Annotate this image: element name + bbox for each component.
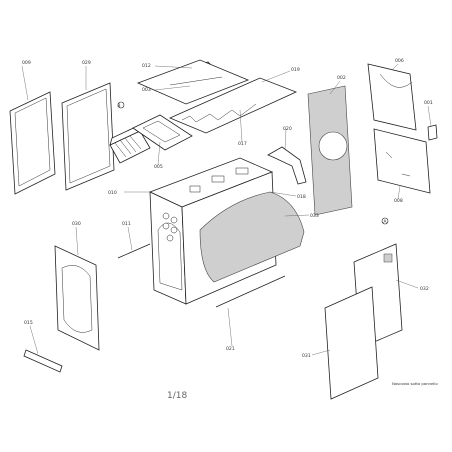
label-031: 031 (302, 353, 311, 359)
insulated-panel-002 (307, 85, 353, 216)
rod-021 (215, 275, 286, 308)
rail-015 (23, 349, 63, 373)
label-a: A (383, 219, 387, 225)
label-012: 012 (142, 63, 151, 69)
label-015: 015 (24, 320, 33, 326)
callout-a-circle (381, 217, 389, 225)
label-033: 033 (310, 213, 319, 219)
tray-005 (132, 114, 193, 151)
top-panel-017 (168, 77, 298, 134)
label-006: 006 (395, 58, 404, 64)
label-019: 019 (291, 67, 300, 73)
label-005: 005 (154, 164, 163, 170)
panel-009 (9, 91, 56, 195)
callout-b-circle (117, 101, 125, 109)
label-b: B (117, 103, 120, 109)
label-021: 021 (226, 346, 235, 352)
label-003: 003 (142, 87, 151, 93)
rear-panel-008 (373, 128, 431, 194)
label-017: 017 (238, 141, 247, 147)
label-009: 009 (22, 60, 31, 66)
label-010: 010 (108, 190, 117, 196)
label-020: 020 (283, 126, 292, 132)
leader-lines (21, 63, 432, 356)
label-032: 032 (420, 286, 429, 292)
panel-029 (61, 82, 115, 191)
back-plate-006 (367, 63, 417, 131)
top-cover-003 (136, 59, 250, 105)
label-030: 030 (72, 221, 81, 227)
label-029: 029 (82, 60, 91, 66)
rod-011 (117, 243, 151, 259)
part-labels: 009 029 012 003 019 002 006 001 017 005 … (22, 58, 433, 359)
clip-001 (427, 124, 438, 141)
door-panel-031 (324, 286, 379, 400)
label-011: 011 (122, 221, 131, 227)
label-018: 018 (297, 194, 306, 200)
insulation-033 (199, 191, 305, 283)
control-box-b (109, 101, 151, 164)
bracket-020 (267, 146, 307, 185)
page-number: 1/18 (167, 391, 187, 401)
front-panel-030 (54, 245, 100, 351)
label-001: 001 (424, 100, 433, 106)
label-008: 008 (394, 198, 403, 204)
footnote: Nascosto sotto pannello (392, 381, 438, 386)
label-002: 002 (337, 75, 346, 81)
